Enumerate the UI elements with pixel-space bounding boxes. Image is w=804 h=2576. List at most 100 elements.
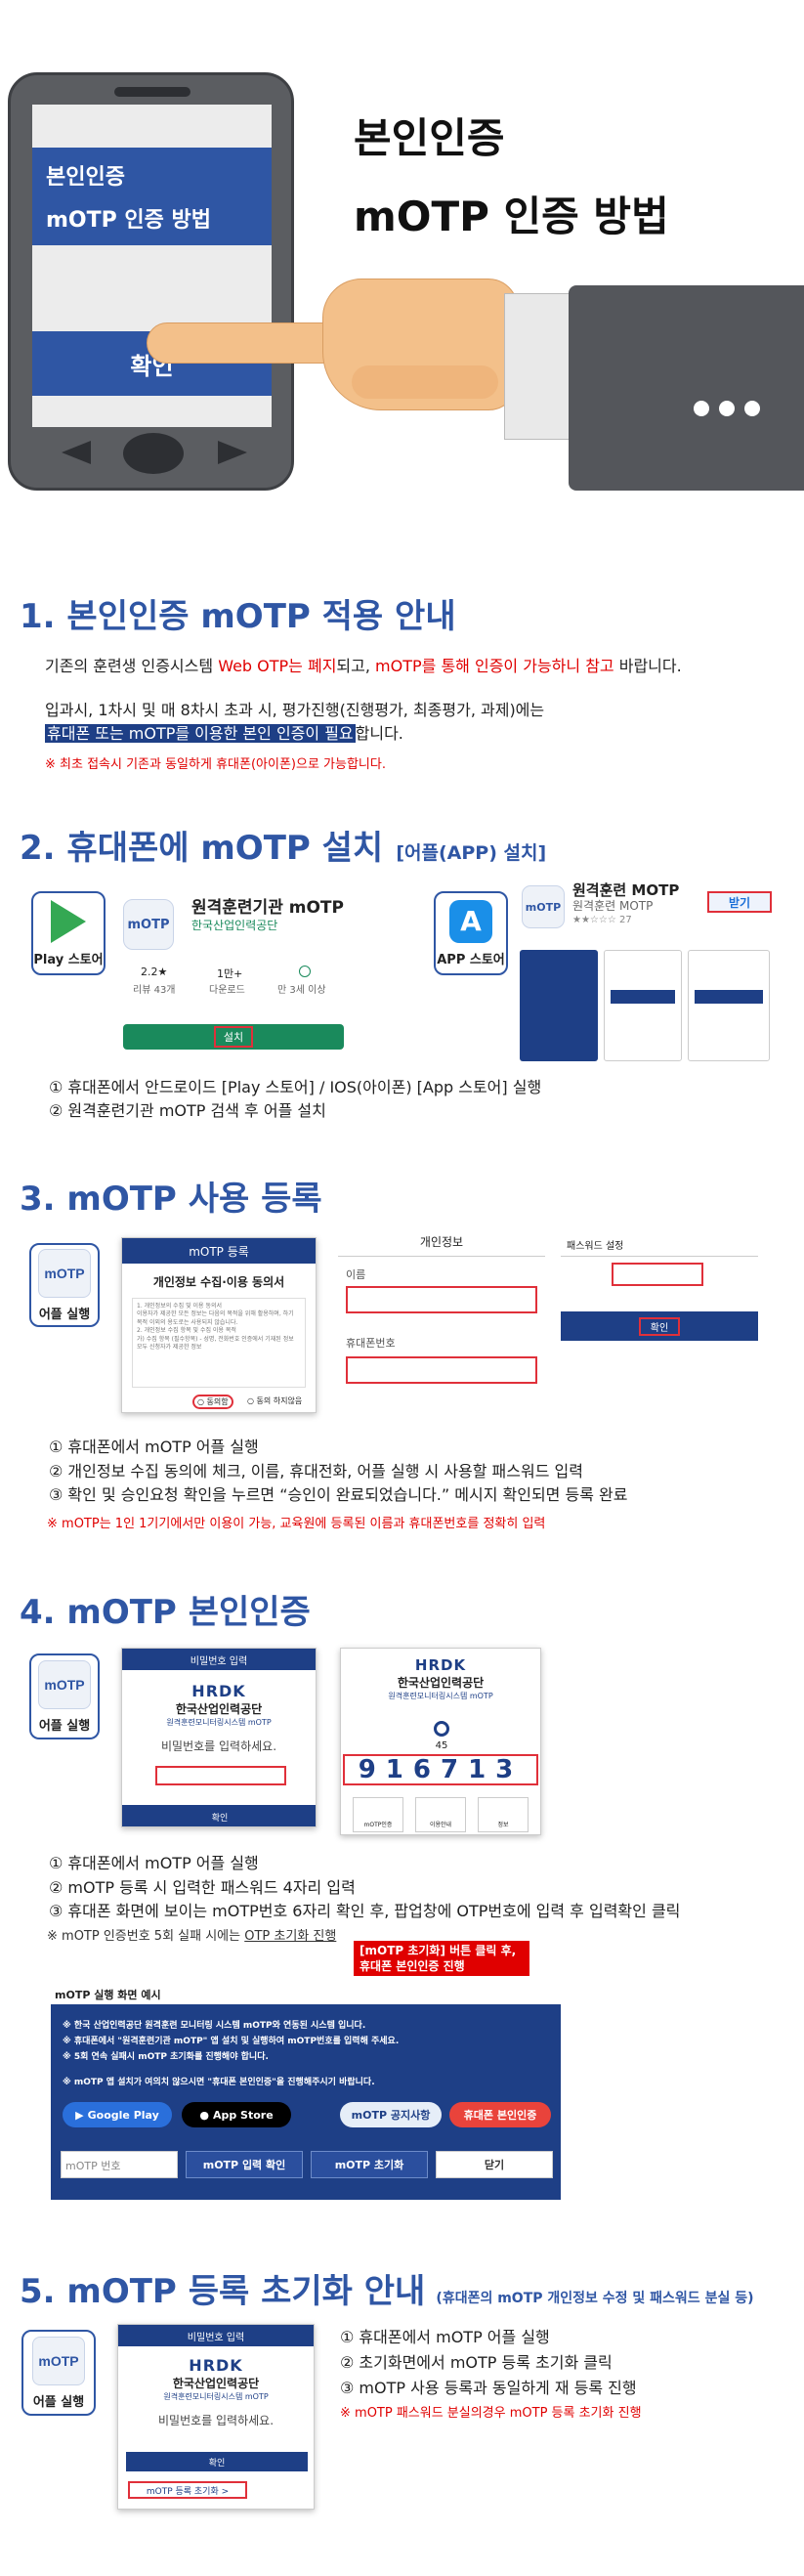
phone-auth-button[interactable]: 휴대폰 본인인증 <box>449 2102 551 2127</box>
s5-org-name: 한국산업인력공단 <box>172 2377 260 2390</box>
s4-timer-icon <box>434 1721 449 1737</box>
s4-popup-text3: ※ 5회 연속 실패시 mOTP 초기화를 진행해야 합니다. <box>63 2052 269 2062</box>
ios-get-button[interactable]: 받기 <box>707 891 772 913</box>
section2-title: 2. 휴대폰에 mOTP 설치 <box>20 829 384 868</box>
s4-menu-info[interactable]: 정보 <box>478 1797 529 1832</box>
sleeve-button-1 <box>694 401 709 416</box>
sleeve-cuff <box>504 293 572 440</box>
popup-close-button[interactable]: 닫기 <box>436 2151 553 2178</box>
s5-reset-link[interactable]: mOTP 등록 초기화 > <box>128 2481 247 2499</box>
s4-timer-value: 45 <box>435 1740 448 1751</box>
s3-app-icon-logo: mOTP <box>44 1265 85 1281</box>
s4-password-screen: 비밀번호 입력 HRDK 한국산업인력공단 원격훈련모니터링시스템 mOTP 비… <box>121 1648 317 1827</box>
motp-number-input[interactable]: mOTP 번호 <box>61 2151 178 2178</box>
motp-reset-label: mOTP 초기화 <box>334 2159 404 2171</box>
s5-password-confirm[interactable]: 확인 <box>126 2452 308 2471</box>
s4-note-a: ※ mOTP 인증번호 5회 실패 시에는 <box>47 1929 245 1944</box>
phone-title-line2: mOTP 인증 방법 <box>46 208 212 233</box>
s4-otp-org: 한국산업인력공단 <box>397 1676 485 1690</box>
s4-password-prompt: 비밀번호를 입력하세요. <box>160 1739 277 1753</box>
section3-note: ※ mOTP는 1인 1기기에서만 이용이 가능, 교육원에 등록된 이름과 휴… <box>47 1517 546 1531</box>
s1-p1-c: 되고, <box>336 657 376 675</box>
s3-password-confirm-bar[interactable]: 확인 <box>561 1311 758 1341</box>
sleeve-button-2 <box>719 401 735 416</box>
s4-menu-info-label: 정보 <box>497 1822 509 1828</box>
s3-personal-info-screen: 개인정보 이름 휴대폰번호 <box>338 1233 545 1397</box>
s3-password-input[interactable] <box>612 1263 703 1286</box>
s4-popup-label: mOTP 실행 화면 예시 <box>55 1989 161 2001</box>
motp-notice-button[interactable]: mOTP 공지사항 <box>340 2102 442 2127</box>
s3-consent-header-label: mOTP 등록 <box>189 1244 249 1259</box>
ios-app-logo-text: mOTP <box>525 900 562 914</box>
s4-password-confirm-label: 확인 <box>211 1813 229 1824</box>
play-store-icon <box>51 899 86 943</box>
section4-note: ※ mOTP 인증번호 5회 실패 시에는 OTP 초기화 진행 <box>47 1925 336 1944</box>
ios-app-rating: ★★☆☆☆ 27 <box>572 915 632 925</box>
ios-screenshot-2-bar <box>611 990 675 1004</box>
apple-icon: ● <box>199 2108 209 2122</box>
s3-app-run-label: 어플 실행 <box>38 1307 91 1322</box>
s4-otp-org-sub: 원격훈련모니터링시스템 mOTP <box>388 1692 493 1700</box>
section5-step1: ① 휴대폰에서 mOTP 어플 실행 <box>340 2328 550 2346</box>
s3-disagree-option[interactable]: ○ 동의 하지않음 <box>247 1396 303 1405</box>
s4-popup-text1: ※ 한국 산업인력공단 원격훈련 모니터링 시스템 mOTP와 연동된 시스템 … <box>63 2021 366 2031</box>
ios-app-publisher: 원격훈련 MOTP <box>572 899 654 913</box>
motp-reset-button[interactable]: mOTP 초기화 <box>311 2151 428 2178</box>
section2-step1: ① 휴대폰에서 안드로이드 [Play 스토어] / IOS(아이폰) [App… <box>49 1078 542 1096</box>
s4-note-b: OTP 초기화 진행 <box>244 1929 337 1944</box>
app-store-badge: A APP 스토어 <box>434 891 508 975</box>
section1-paragraph1: 기존의 훈련생 인증시스템 Web OTP는 폐지되고, mOTP를 통해 인증… <box>45 653 682 676</box>
s4-password-header: 비밀번호 입력 <box>122 1649 316 1670</box>
google-play-button[interactable]: ▶Google Play <box>63 2102 172 2127</box>
play-install-button[interactable]: 설치 <box>123 1024 344 1050</box>
back-key-icon <box>62 441 91 464</box>
popup-close-label: 닫기 <box>484 2159 505 2171</box>
hero-title-line2: mOTP 인증 방법 <box>354 193 669 240</box>
s4-app-run-badge: mOTP 어플 실행 <box>29 1653 100 1739</box>
s1-p1-b: Web OTP는 폐지 <box>218 657 337 675</box>
s5-app-run-label: 어플 실행 <box>32 2394 85 2410</box>
s4-password-header-label: 비밀번호 입력 <box>190 1655 248 1667</box>
s3-password-header: 패스워드 설정 <box>561 1233 758 1257</box>
menu-key-icon <box>218 441 247 464</box>
s3-phone-label: 휴대폰번호 <box>346 1337 396 1350</box>
app-store-button[interactable]: ●App Store <box>182 2102 291 2127</box>
section5-title-row: 5. mOTP 등록 초기화 안내 (휴대폰의 mOTP 개인정보 수정 및 패… <box>20 2264 753 2312</box>
play-reviews: 리뷰 43개 <box>133 985 176 996</box>
s3-phone-input[interactable] <box>346 1356 537 1384</box>
app-store-icon: A <box>449 899 492 943</box>
s4-motp-app-icon: mOTP <box>38 1659 91 1709</box>
section3-step3: ③ 확인 및 승인요청 확인을 누르면 “승인이 완료되었습니다.” 메시지 확… <box>49 1485 628 1504</box>
hero-title-line1: 본인인증 <box>354 114 505 162</box>
s4-app-icon-logo: mOTP <box>44 1676 85 1693</box>
section5-subtitle: (휴대폰의 mOTP 개인정보 수정 및 패스워드 분실 등) <box>436 2291 754 2306</box>
hero-banner: 본인인증 mOTP 인증 방법 확인 본인인증 mOTP 인증 방법 <box>0 0 804 498</box>
phone-auth-label: 휴대폰 본인인증 <box>463 2109 537 2122</box>
s5-password-header: 비밀번호 입력 <box>118 2325 314 2346</box>
ios-screenshot-2 <box>604 950 682 1061</box>
s1-p1-a: 기존의 훈련생 인증시스템 <box>45 657 219 675</box>
play-app-logo-text: mOTP <box>127 917 170 932</box>
motp-number-placeholder: mOTP 번호 <box>65 2160 121 2172</box>
motp-confirm-button[interactable]: mOTP 입력 확인 <box>186 2151 303 2178</box>
section4-step1: ① 휴대폰에서 mOTP 어플 실행 <box>49 1854 259 1872</box>
s4-popup-text4: ※ mOTP 앱 설치가 여의치 않으시면 "휴대폰 본인인증"을 진행해주시기… <box>63 2078 375 2087</box>
section1-paragraph2: 입과시, 1차시 및 매 8차시 초과 시, 평가진행(진행평가, 최종평가, … <box>45 701 545 719</box>
s4-password-input[interactable] <box>155 1766 286 1785</box>
s4-otp-screen: HRDK 한국산업인력공단 원격훈련모니터링시스템 mOTP 45 916713… <box>340 1648 541 1835</box>
s3-disagree-label: 동의 하지않음 <box>256 1396 303 1405</box>
s3-name-input[interactable] <box>346 1286 537 1313</box>
section2-title-row: 2. 휴대폰에 mOTP 설치 [어플(APP) 설치] <box>20 821 546 869</box>
s4-org-name: 한국산업인력공단 <box>175 1702 263 1716</box>
ios-app-logo: mOTP <box>522 885 565 928</box>
s3-agree-option[interactable]: ○ 동의함 <box>192 1395 233 1409</box>
s4-menu-guide[interactable]: 이용안내 <box>415 1797 466 1832</box>
ios-screenshot-3-bar <box>695 990 763 1004</box>
section4-step3: ③ 휴대폰 화면에 보이는 mOTP번호 6자리 확인 후, 팝업창에 OTP번… <box>49 1902 681 1920</box>
s4-password-confirm[interactable]: 확인 <box>122 1805 316 1826</box>
section1-note: ※ 최초 접속시 기존과 동일하게 휴대폰(아이폰)으로 가능합니다. <box>45 757 386 772</box>
s3-consent-header: mOTP 등록 <box>122 1238 316 1264</box>
s4-menu-otp[interactable]: mOTP인증 <box>353 1797 403 1832</box>
s5-motp-app-icon: mOTP <box>32 2336 85 2385</box>
s3-consent-title: 개인정보 수집·이용 동의서 <box>152 1275 285 1289</box>
